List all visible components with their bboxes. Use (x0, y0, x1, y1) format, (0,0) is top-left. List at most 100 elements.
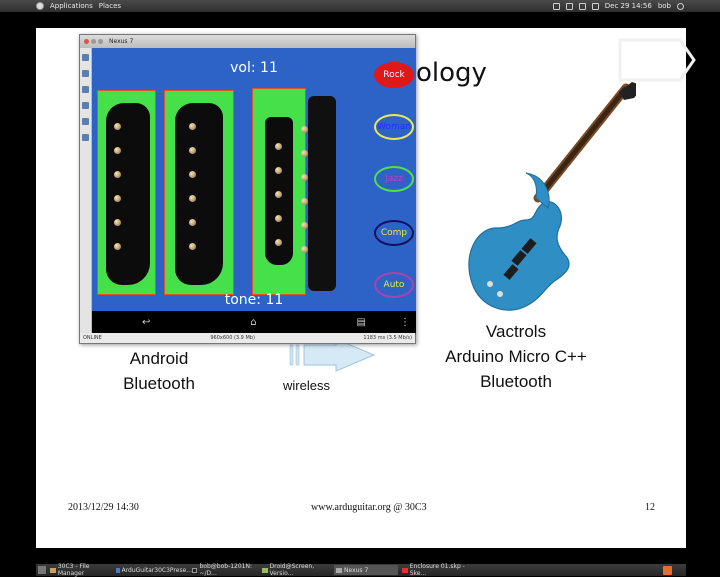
label-line-vactrols: Vactrols (485, 322, 547, 341)
taskbar-item-nexus[interactable]: Nexus 7 (334, 565, 398, 575)
menu-icon[interactable]: ⋮ (400, 316, 410, 328)
pole-piece (189, 123, 196, 130)
neck-pickup-selector[interactable] (97, 90, 156, 295)
comp-button[interactable]: Comp (374, 220, 414, 246)
power-icon[interactable] (677, 2, 684, 10)
arduino-label: Vactrols Arduino Micro C++ Bluetooth (426, 319, 606, 394)
pole-piece (301, 126, 308, 133)
pole-piece (275, 143, 282, 150)
pole-piece (189, 147, 196, 154)
pole-piece (275, 167, 282, 174)
minimize-icon[interactable] (91, 39, 96, 44)
window-icon (336, 567, 342, 573)
droid-icon (262, 567, 268, 573)
label-line-android: Android (129, 349, 189, 368)
maximize-icon[interactable] (98, 39, 103, 44)
volume-icon[interactable] (578, 2, 586, 10)
clock[interactable]: Dec 29 14:56 (604, 2, 652, 10)
rock-button[interactable]: Rock (374, 62, 414, 88)
toolbar-button-1[interactable] (82, 54, 89, 61)
pole-piece (275, 191, 282, 198)
status-resolution: 960x600 (3.9 Mb) (210, 335, 255, 341)
window-statusbar: ONLINE 960x600 (3.9 Mb) 1183 ms (3.5 Mb/… (80, 333, 415, 343)
zoom-icon[interactable] (82, 86, 89, 93)
taskbar-item-label: ArduGuitar30C3Prese... (121, 566, 192, 574)
slide-title: ology (416, 58, 487, 88)
pole-piece (114, 243, 121, 250)
top-panel: Applications Places Dec 29 14:56 bob (0, 0, 720, 12)
presentation-icon (116, 567, 120, 573)
footer-page-number: 12 (645, 502, 655, 513)
show-desktop-icon[interactable] (38, 566, 46, 574)
footer-date: 2013/12/29 14:30 (68, 502, 139, 513)
footer-site: www.arduguitar.org @ 30C3 (311, 502, 427, 513)
pole-piece (114, 195, 121, 202)
electric-guitar-image (468, 82, 636, 311)
pole-piece (114, 123, 121, 130)
label-line-bluetooth-2: Bluetooth (480, 372, 552, 391)
top-menu: Applications Places (36, 2, 127, 10)
pole-piece (114, 171, 121, 178)
recents-icon[interactable]: ▤ (356, 316, 366, 328)
toolbar-button-6[interactable] (82, 134, 89, 141)
trash-icon[interactable] (663, 565, 672, 575)
bottom-taskbar: 30C3 - File Manager ArduGuitar30C3Prese.… (36, 563, 686, 577)
toolbar-button-2[interactable] (82, 70, 89, 77)
pole-piece (189, 171, 196, 178)
home-icon[interactable]: ⌂ (250, 316, 257, 328)
pole-piece (301, 174, 308, 181)
places-menu[interactable]: Places (98, 2, 122, 10)
device-screen[interactable]: vol: 11 tone: 11 Rock Woman Jazz Comp Au… (92, 48, 416, 335)
pole-piece (301, 198, 308, 205)
middle-pickup-selector[interactable] (164, 90, 234, 295)
volume-label: vol: 11 (230, 60, 278, 76)
window-titlebar[interactable]: Nexus 7 (80, 35, 415, 48)
window-title: Nexus 7 (109, 38, 134, 45)
tone-label: tone: 11 (224, 292, 284, 308)
pole-piece (301, 246, 308, 253)
back-icon[interactable]: ↩ (141, 316, 151, 328)
pole-piece (189, 219, 196, 226)
terminal-icon (192, 567, 198, 573)
toolbar-button-5[interactable] (82, 118, 89, 125)
watermark-logo (618, 38, 696, 82)
android-label: Android Bluetooth (104, 346, 214, 396)
taskbar-item-label: Enclosure 01.skp - Ske... (409, 563, 465, 577)
taskbar-item-label: 30C3 - File Manager (57, 563, 90, 577)
woman-button[interactable]: Woman (374, 114, 414, 140)
wireless-arrow-icon (288, 338, 378, 383)
close-icon[interactable] (84, 39, 89, 44)
droid-toolbar (80, 48, 92, 333)
sketchup-icon (402, 567, 408, 573)
folder-icon (50, 567, 56, 573)
nexus-window[interactable]: Nexus 7 vol: 11 tone: 11 Rock Woman Jazz… (79, 34, 416, 344)
taskbar-item-droidscreen[interactable]: Droid@Screen, Versio... (262, 563, 334, 577)
taskbar-item-label: Droid@Screen, Versio... (269, 563, 315, 577)
pole-piece (301, 222, 308, 229)
pole-piece (114, 219, 121, 226)
android-navbar: ↩ ⌂ ▤ ⋮ (92, 311, 416, 333)
status-connection: ONLINE (83, 335, 102, 341)
mail-icon[interactable] (565, 2, 573, 10)
taskbar-item-file-manager[interactable]: 30C3 - File Manager (50, 563, 116, 577)
taskbar-item-presentation[interactable]: ArduGuitar30C3Prese... (116, 567, 192, 574)
taskbar-item-label: Nexus 7 (344, 566, 369, 574)
pole-piece (275, 215, 282, 222)
bluetooth-icon[interactable] (552, 2, 560, 10)
pole-piece (301, 150, 308, 157)
label-line-arduino: Arduino Micro C++ (445, 347, 587, 366)
network-icon[interactable] (591, 2, 599, 10)
auto-button[interactable]: Auto (374, 272, 414, 298)
toolbar-button-4[interactable] (82, 102, 89, 109)
taskbar-item-terminal[interactable]: bob@bob-1201N: ~/D... (192, 563, 262, 577)
applications-menu[interactable]: Applications (50, 2, 93, 10)
pole-piece (189, 243, 196, 250)
jazz-button[interactable]: Jazz (374, 166, 414, 192)
wireless-label: wireless (283, 378, 330, 393)
extra-pickup (308, 96, 336, 291)
pole-piece (189, 195, 196, 202)
taskbar-item-sketchup[interactable]: Enclosure 01.skp - Ske... (402, 563, 480, 577)
ubuntu-logo-icon (36, 2, 44, 10)
label-line-bluetooth: Bluetooth (123, 374, 195, 393)
user-menu[interactable]: bob (657, 2, 671, 10)
